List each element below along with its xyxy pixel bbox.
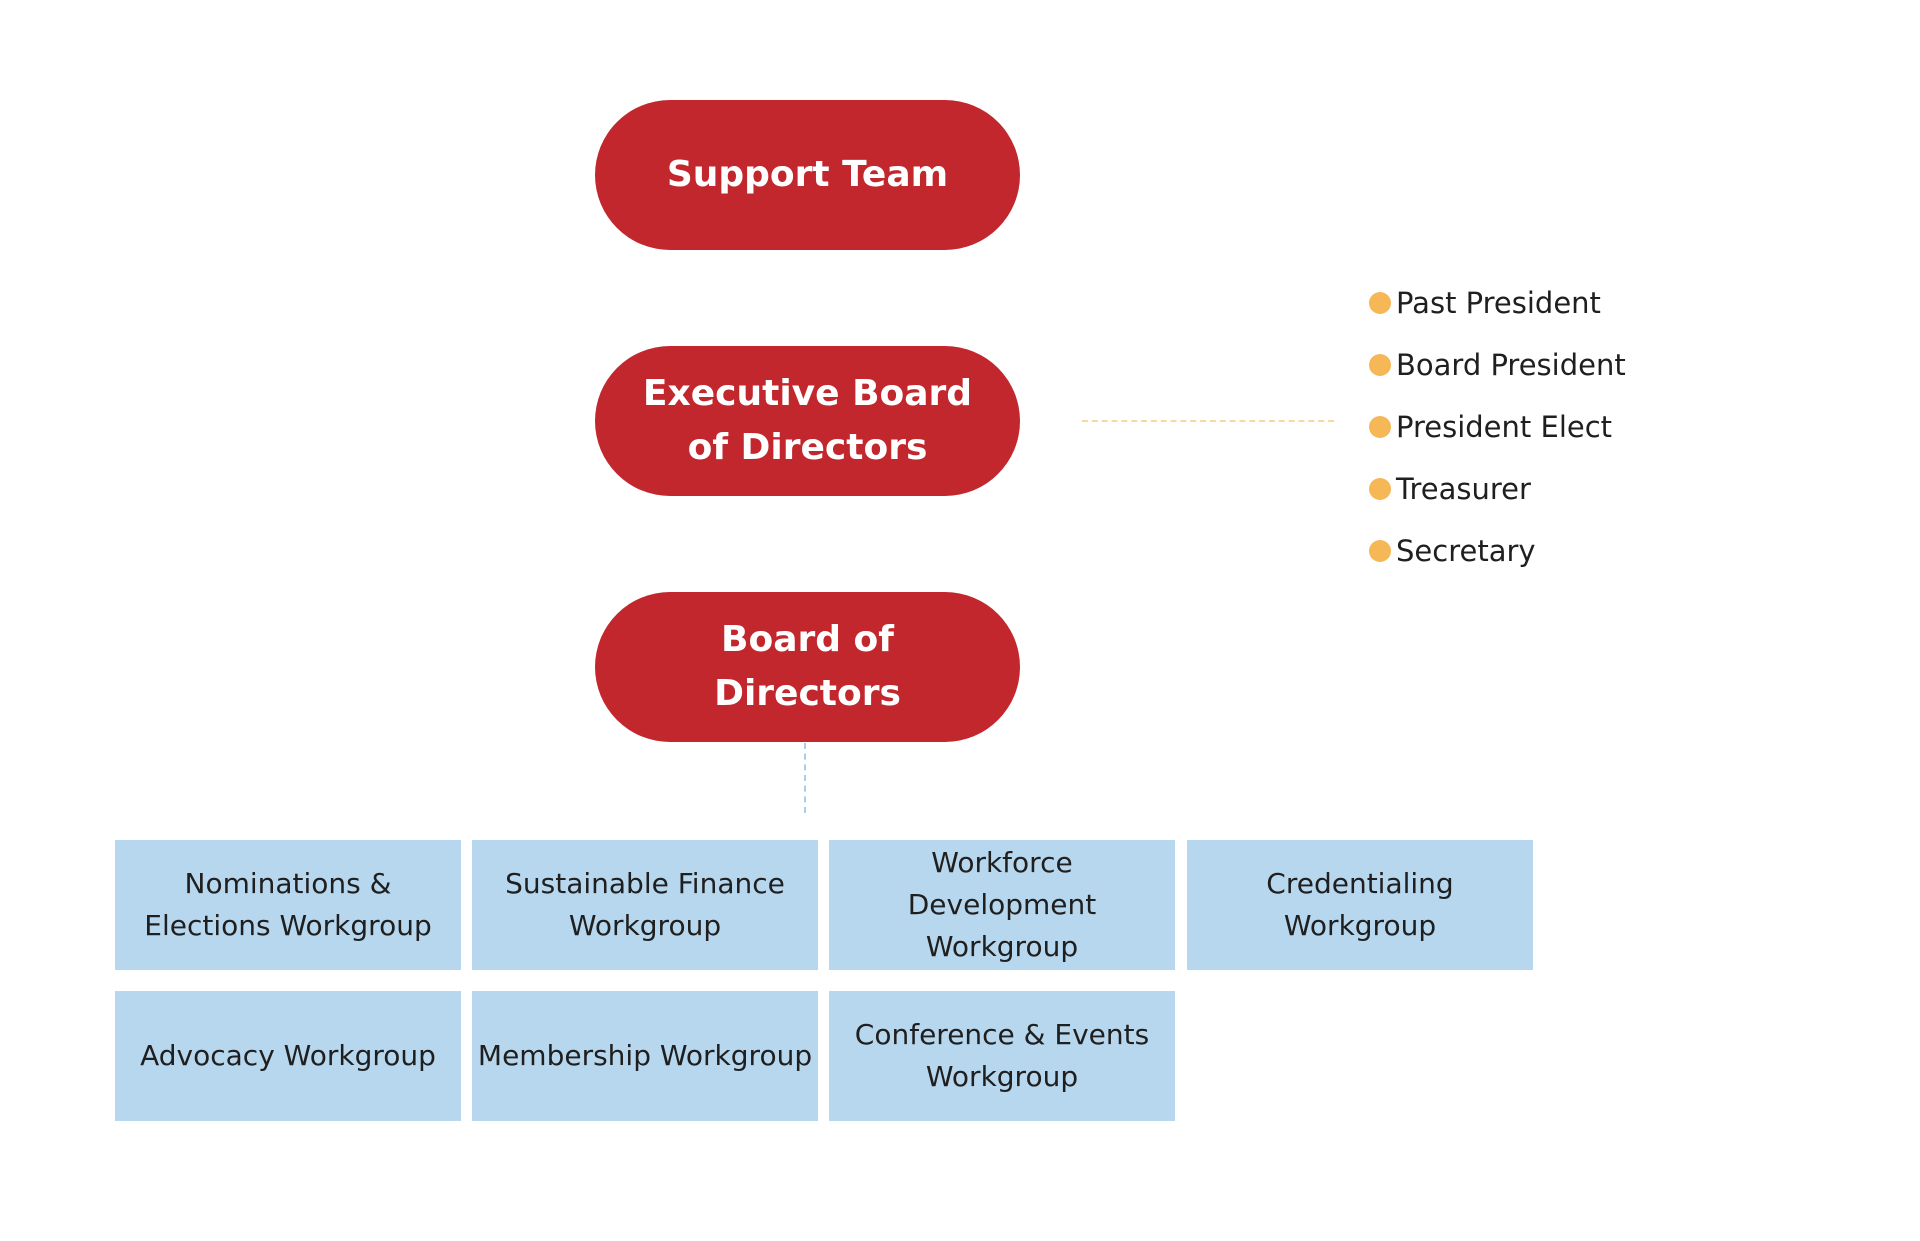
workgroup-credentialing: Credentialing Workgroup (1187, 840, 1533, 970)
board-of-directors-node: Board of Directors (595, 592, 1020, 742)
workgroup-label: Membership Workgroup (477, 1039, 813, 1072)
officer-president-elect: President Elect (1369, 396, 1626, 458)
workgroup-sustainable-finance: Sustainable Finance Workgroup (472, 840, 818, 970)
executive-board-node: Executive Board of Directors (595, 346, 1020, 496)
workgroup-workforce-development: Workforce Development Workgroup (829, 840, 1175, 970)
support-team-node: Support Team (595, 100, 1020, 250)
bullet-dot-icon (1369, 416, 1391, 438)
officer-past-president: Past President (1369, 272, 1626, 334)
workgroup-label: Advocacy Workgroup (140, 1039, 436, 1072)
executive-officers-connector (1082, 420, 1334, 422)
bullet-dot-icon (1369, 292, 1391, 314)
board-workgroups-connector (804, 743, 806, 813)
officer-secretary: Secretary (1369, 520, 1626, 582)
officer-treasurer: Treasurer (1369, 458, 1626, 520)
workgroup-label: Conference & Events Workgroup (854, 1018, 1150, 1093)
officer-label: Treasurer (1396, 472, 1531, 506)
executive-board-label: Executive Board of Directors (642, 373, 973, 468)
officer-label: President Elect (1396, 410, 1613, 444)
workgroup-label: Sustainable Finance Workgroup (505, 867, 785, 942)
workgroup-advocacy: Advocacy Workgroup (115, 991, 461, 1121)
workgroup-label: Workforce Development Workgroup (907, 846, 1097, 963)
workgroup-nominations-elections: Nominations & Elections Workgroup (115, 840, 461, 970)
board-of-directors-label: Board of Directors (714, 619, 901, 714)
officer-label: Board President (1396, 348, 1626, 382)
workgroup-conference-events: Conference & Events Workgroup (829, 991, 1175, 1121)
workgroup-label: Nominations & Elections Workgroup (144, 867, 432, 942)
bullet-dot-icon (1369, 478, 1391, 500)
officer-board-president: Board President (1369, 334, 1626, 396)
workgroup-membership: Membership Workgroup (472, 991, 818, 1121)
support-team-label: Support Team (666, 154, 949, 195)
executive-officer-list: Past President Board President President… (1369, 272, 1626, 582)
officer-label: Secretary (1396, 534, 1536, 568)
officer-label: Past President (1396, 286, 1601, 320)
bullet-dot-icon (1369, 540, 1391, 562)
workgroup-label: Credentialing Workgroup (1266, 867, 1454, 942)
bullet-dot-icon (1369, 354, 1391, 376)
